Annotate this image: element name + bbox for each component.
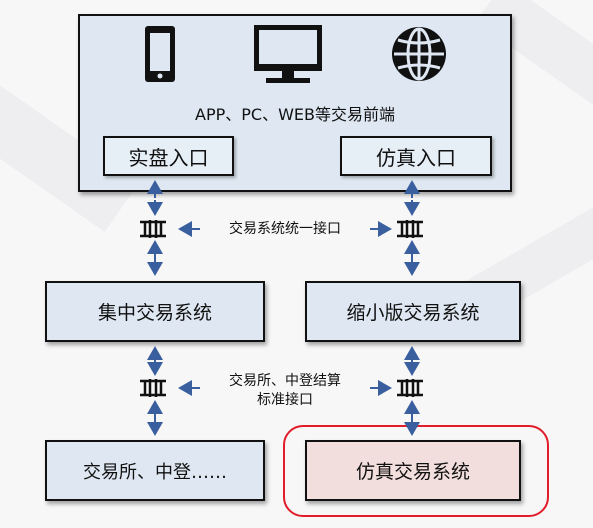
upper-interface-label: 交易系统统一接口: [229, 221, 341, 237]
mini-trading-system[interactable]: 缩小版交易系统: [305, 281, 521, 342]
sim-entry-box[interactable]: 仿真入口: [340, 136, 492, 176]
sim-highlight-frame: [283, 425, 549, 517]
plug-connector-icon: [140, 379, 166, 397]
lower-interface-label-line2: 标准接口: [257, 392, 313, 408]
real-entry-box[interactable]: 实盘入口: [103, 136, 234, 176]
lower-interface-label-line1: 交易所、中登结算: [229, 373, 341, 389]
frontend-caption: APP、PC、WEB等交易前端: [195, 105, 395, 124]
plug-connector-icon: [397, 379, 423, 397]
sim-trading-system[interactable]: 仿真交易系统: [305, 440, 521, 501]
plug-connector-icon: [140, 220, 166, 238]
plug-connector-icon: [397, 220, 423, 238]
exchange-system[interactable]: 交易所、中登……: [45, 440, 265, 501]
central-trading-system[interactable]: 集中交易系统: [45, 281, 265, 342]
